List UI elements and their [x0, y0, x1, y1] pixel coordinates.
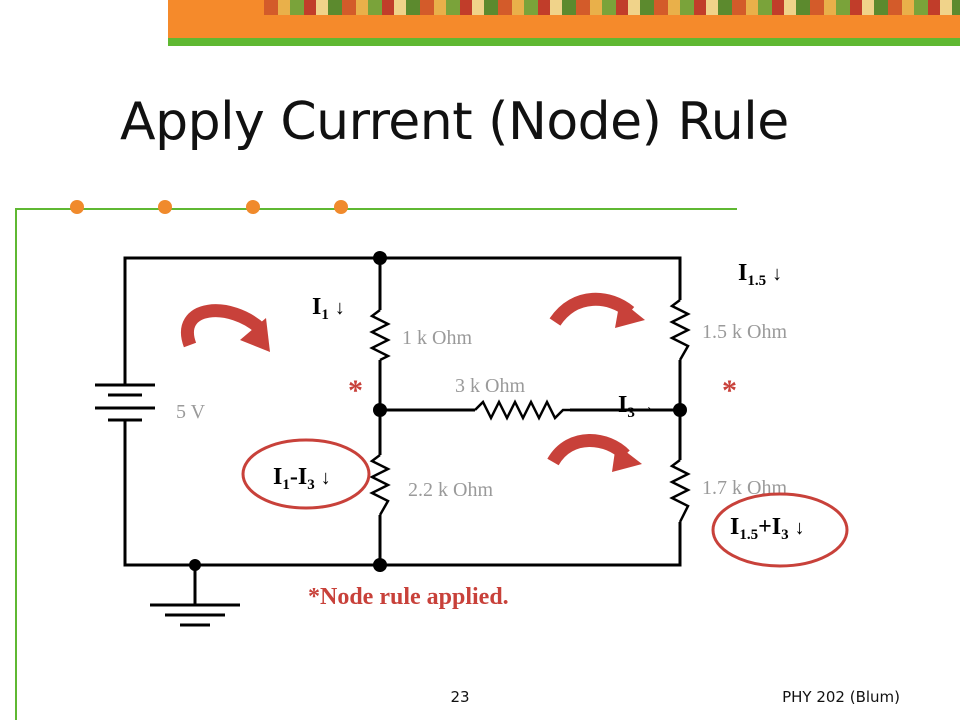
battery-symbol — [95, 383, 155, 422]
top-divider — [15, 208, 737, 210]
arrowhead-icon — [240, 318, 270, 352]
highlight-ellipse-left — [241, 438, 371, 510]
label-3k: 3 k Ohm — [455, 375, 525, 397]
arrowhead-icon — [615, 300, 645, 328]
label-1k: 1 k Ohm — [402, 327, 472, 349]
decor-dot — [246, 200, 260, 214]
loop-arrows — [181, 292, 645, 472]
resistor-2-2k — [369, 454, 391, 516]
left-divider — [15, 208, 17, 720]
arrowhead-icon — [612, 444, 642, 472]
resistor-1k — [369, 309, 391, 362]
resistor-3k — [474, 399, 570, 421]
source-label: 5 V — [176, 401, 206, 423]
label-1-7k: 1.7 k Ohm — [702, 477, 787, 499]
label-2-2k: 2.2 k Ohm — [408, 479, 493, 501]
curved-arrow-icon — [181, 304, 267, 348]
node-bottom — [373, 558, 387, 572]
highlight-ellipse-right — [711, 492, 849, 568]
label-1-5k: 1.5 k Ohm — [702, 321, 787, 343]
node-marker-right: * — [722, 374, 737, 407]
resistor-1-5k — [669, 299, 691, 361]
resistor-1-7k — [669, 459, 691, 523]
slide-title: Apply Current (Node) Rule — [120, 92, 789, 152]
decor-dot — [334, 200, 348, 214]
footer-course: PHY 202 (Blum) — [782, 688, 900, 706]
decor-dot — [158, 200, 172, 214]
current-label-i1-5: I1.5↓ — [738, 260, 782, 289]
node-left — [373, 403, 387, 417]
header-green-stripe — [168, 38, 960, 46]
header-photo-strip — [264, 0, 960, 15]
decor-dot — [70, 200, 84, 214]
circuit-wires — [123, 256, 682, 567]
ground-symbol — [150, 565, 240, 627]
node-rule-note: *Node rule applied. — [308, 584, 509, 610]
current-label-i1: I1↓ — [312, 294, 345, 323]
node-marker-left: * — [348, 374, 363, 407]
page-number: 23 — [450, 688, 470, 706]
node-top — [373, 251, 387, 265]
current-label-i1-5-plus-i3: I1.5+I3↓ — [730, 514, 805, 543]
node-right — [673, 403, 687, 417]
current-label-i1-minus-i3: I1-I3↓ — [273, 464, 331, 493]
ground-node — [189, 559, 201, 571]
current-label-i3: I3→ — [618, 392, 655, 421]
